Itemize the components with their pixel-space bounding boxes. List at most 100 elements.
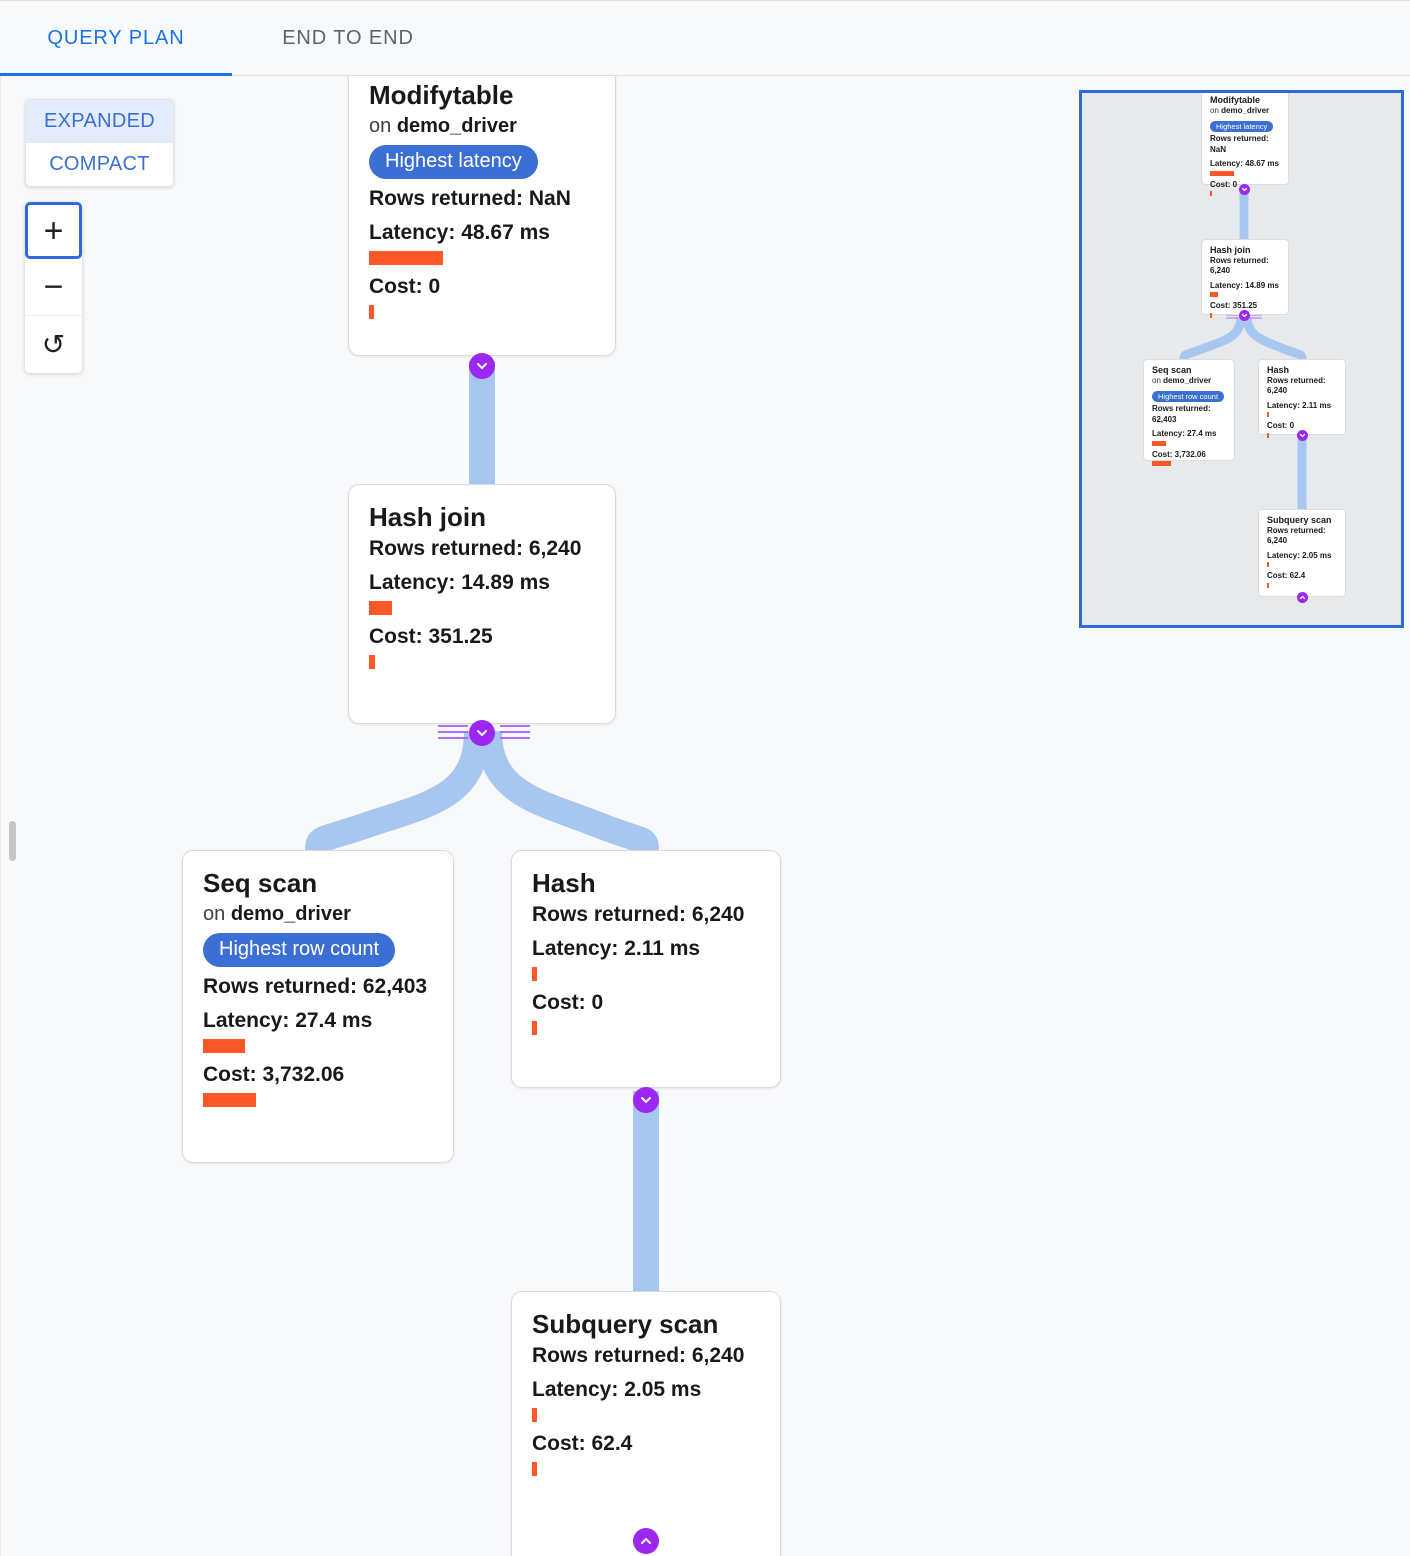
query-plan-canvas[interactable]: Modifytable on demo_driver Highest laten…: [0, 76, 1410, 1556]
minimap-status-badge: Highest row count: [1152, 391, 1225, 403]
minimap-latency-bar: [1152, 440, 1166, 446]
active-tab-indicator: [0, 73, 232, 77]
plan-node-subquery-scan[interactable]: Subquery scan Rows returned: 6,240 Laten…: [511, 1291, 781, 1556]
minimap-node-hash[interactable]: Hash Rows returned: 6,240 Latency: 2.11 …: [1258, 359, 1346, 438]
minimap-node-title: Seq scan: [1152, 365, 1192, 375]
node-title: Hash: [532, 868, 596, 898]
node-relation-name: demo_driver: [396, 114, 517, 137]
plan-node-seq-scan[interactable]: Seq scan on demo_driver Highest row coun…: [182, 850, 454, 1163]
node-relation-prefix: on: [369, 114, 392, 137]
chevron-up-icon: [641, 1538, 651, 1544]
connector-subquery-scan-expand[interactable]: [633, 1528, 659, 1554]
minimap-relation-prefix: on: [1210, 105, 1219, 115]
node-relation: on demo_driver: [369, 115, 595, 138]
minus-icon: −: [43, 268, 64, 306]
minimap-connector-modifytable[interactable]: [1239, 184, 1250, 195]
node-relation-prefix: on: [203, 902, 226, 925]
connector-modifytable-collapse[interactable]: [469, 353, 495, 379]
chevron-up-icon: [1299, 595, 1306, 600]
minimap-node-relation: on demo_driver: [1152, 376, 1227, 386]
minimap-rows-metric: Rows returned: NaN: [1210, 134, 1269, 154]
plan-node-hash-join[interactable]: Hash join Rows returned: 6,240 Latency: …: [348, 484, 616, 724]
minimap-node-title: Hash: [1267, 365, 1290, 375]
minimap-latency-bar: [1267, 562, 1269, 568]
minimap-node-relation: on demo_driver: [1210, 106, 1281, 116]
mode-expanded-button[interactable]: EXPANDED: [26, 100, 173, 143]
latency-bar: [532, 966, 537, 981]
zoom-controls[interactable]: + − ↺: [25, 202, 82, 373]
latency-metric: Latency: 48.67 ms: [369, 220, 550, 244]
minimap-connector-subquery-scan[interactable]: [1297, 592, 1308, 603]
rows-returned-metric: Rows returned: 62,403: [203, 974, 428, 998]
chevron-down-icon: [477, 730, 487, 736]
minimap-status-badge: Highest latency: [1210, 121, 1274, 133]
cost-metric: Cost: 0: [369, 274, 441, 298]
minimap-cost-metric: Cost: 0: [1210, 179, 1238, 189]
cost-metric: Cost: 62.4: [532, 1431, 633, 1455]
minimap-node-subquery-scan[interactable]: Subquery scan Rows returned: 6,240 Laten…: [1258, 509, 1346, 597]
chevron-down-icon: [641, 1097, 651, 1103]
tab-query-plan[interactable]: QUERY PLAN: [0, 1, 232, 76]
chevron-down-icon: [1299, 433, 1306, 438]
junction-rails-hash-join: [438, 725, 530, 739]
minimap-cost-bar: [1267, 432, 1269, 438]
minimap-node-seq-scan[interactable]: Seq scan on demo_driver Highest row coun…: [1143, 359, 1235, 467]
minimap-cost-bar: [1210, 191, 1212, 197]
minimap-latency-metric: Latency: 27.4 ms: [1152, 428, 1217, 438]
plus-icon: +: [43, 211, 64, 250]
node-title: Subquery scan: [532, 1309, 719, 1339]
minimap-latency-bar: [1210, 292, 1218, 298]
zoom-reset-button[interactable]: ↺: [25, 316, 82, 373]
minimap-connector-hash[interactable]: [1297, 430, 1308, 441]
plan-node-modifytable[interactable]: Modifytable on demo_driver Highest laten…: [348, 76, 616, 356]
cost-bar: [532, 1461, 537, 1476]
reset-icon: ↺: [41, 328, 66, 360]
latency-metric: Latency: 27.4 ms: [203, 1008, 373, 1032]
latency-bar: [369, 250, 443, 265]
chevron-down-icon: [1241, 187, 1248, 192]
minimap[interactable]: Modifytable on demo_driver Highest laten…: [1079, 90, 1404, 628]
minimap-latency-metric: Latency: 2.05 ms: [1267, 550, 1332, 560]
minimap-node-modifytable[interactable]: Modifytable on demo_driver Highest laten…: [1201, 93, 1289, 197]
minimap-rows-metric: Rows returned: 6,240: [1210, 255, 1269, 276]
left-divider: [0, 76, 1, 1556]
layout-mode-toggle[interactable]: EXPANDED COMPACT: [25, 99, 174, 187]
minimap-rows-metric: Rows returned: 6,240: [1267, 525, 1326, 546]
node-relation: on demo_driver: [203, 903, 433, 926]
plan-node-hash[interactable]: Hash Rows returned: 6,240 Latency: 2.11 …: [511, 850, 781, 1088]
tab-end-to-end[interactable]: END TO END: [232, 1, 464, 76]
node-title: Seq scan: [203, 868, 318, 898]
mode-compact-button[interactable]: COMPACT: [26, 143, 173, 186]
latency-metric: Latency: 14.89 ms: [369, 570, 550, 594]
zoom-out-button[interactable]: −: [25, 259, 82, 316]
mode-expanded-label: EXPANDED: [44, 110, 155, 132]
panel-resize-handle[interactable]: [9, 821, 16, 861]
status-badge: Highest latency: [369, 144, 538, 179]
minimap-node-title: Subquery scan: [1267, 515, 1332, 525]
minimap-node-title: Modifytable: [1210, 95, 1261, 105]
connector-hash-join-collapse[interactable]: [469, 720, 495, 746]
minimap-node-hash-join[interactable]: Hash join Rows returned: 6,240 Latency: …: [1201, 239, 1289, 318]
rows-returned-metric: Rows returned: 6,240: [369, 536, 582, 560]
cost-metric: Cost: 351.25: [369, 624, 493, 648]
cost-metric: Cost: 3,732.06: [203, 1062, 345, 1086]
rows-returned-metric: Rows returned: 6,240: [532, 1343, 745, 1367]
minimap-rows-metric: Rows returned: 62,403: [1152, 404, 1211, 424]
minimap-cost-metric: Cost: 62.4: [1267, 571, 1306, 581]
cost-bar: [532, 1020, 537, 1035]
rows-returned-metric: Rows returned: NaN: [369, 186, 571, 210]
node-relation-name: demo_driver: [230, 902, 351, 925]
minimap-relation-prefix: on: [1152, 375, 1161, 385]
zoom-in-button[interactable]: +: [25, 202, 82, 259]
minimap-latency-metric: Latency: 14.89 ms: [1210, 280, 1279, 290]
minimap-latency-bar: [1267, 412, 1269, 418]
minimap-latency-bar: [1210, 170, 1234, 176]
node-title: Modifytable: [369, 80, 514, 110]
cost-bar: [203, 1092, 256, 1107]
connector-hash-collapse[interactable]: [633, 1087, 659, 1113]
node-title: Hash join: [369, 502, 487, 532]
cost-metric: Cost: 0: [532, 990, 604, 1014]
status-badge: Highest row count: [203, 932, 396, 967]
tab-query-plan-label: QUERY PLAN: [47, 27, 185, 49]
minimap-connector-hash-join[interactable]: [1239, 310, 1250, 321]
